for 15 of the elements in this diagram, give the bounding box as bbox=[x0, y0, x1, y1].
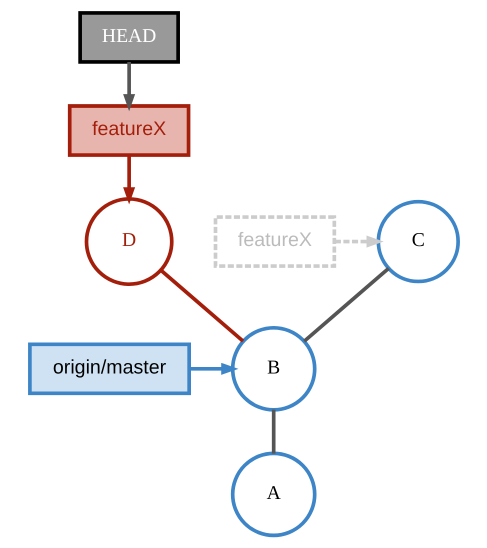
arrow bbox=[122, 62, 135, 112]
node-circle: D bbox=[84, 197, 174, 286]
arrow bbox=[188, 362, 238, 375]
node-circle: A bbox=[230, 452, 316, 538]
node-circle: C bbox=[376, 200, 460, 284]
connector bbox=[302, 266, 390, 343]
node-box: origin/master bbox=[28, 342, 190, 396]
arrow bbox=[122, 155, 135, 204]
node-circle: B bbox=[230, 326, 316, 412]
node-box: featureX bbox=[67, 104, 190, 157]
connector bbox=[159, 268, 244, 343]
connector bbox=[271, 410, 276, 454]
node-box: HEAD bbox=[78, 11, 180, 64]
arrow bbox=[334, 236, 384, 248]
node-box: featureX bbox=[213, 215, 336, 268]
